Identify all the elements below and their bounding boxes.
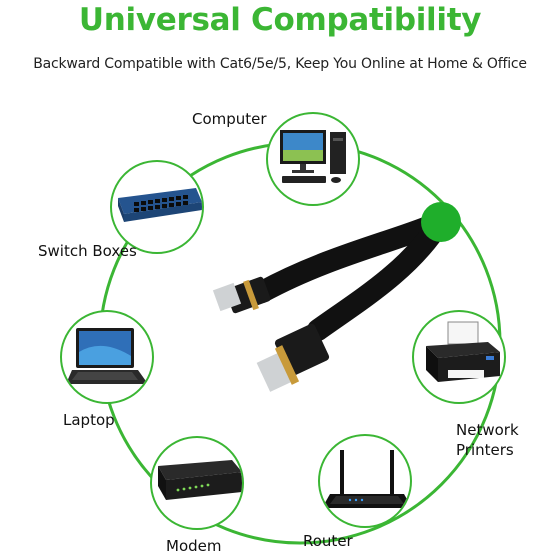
device-modem (150, 436, 244, 530)
laptop-icon (66, 328, 148, 384)
label-computer: Computer (192, 110, 267, 128)
label-network-printers: Network Printers (456, 421, 519, 459)
label-laptop: Laptop (63, 411, 115, 429)
page-title: Universal Compatibility (78, 2, 482, 38)
device-switch (110, 160, 204, 254)
label-router: Router (303, 532, 353, 550)
device-laptop (60, 310, 154, 404)
router-icon (322, 450, 410, 508)
modem-icon (158, 460, 242, 500)
ethernet-cable-icon (212, 202, 461, 392)
desktop-computer-icon (280, 130, 346, 183)
device-router (318, 434, 412, 528)
device-printer (412, 310, 506, 404)
label-modem: Modem (166, 537, 222, 555)
device-computer (266, 112, 360, 206)
printer-icon (426, 321, 500, 382)
network-switch-icon (118, 188, 202, 222)
label-switch-boxes: Switch Boxes (38, 242, 137, 260)
page-subtitle: Backward Compatible with Cat6/5e/5, Keep… (33, 56, 527, 72)
